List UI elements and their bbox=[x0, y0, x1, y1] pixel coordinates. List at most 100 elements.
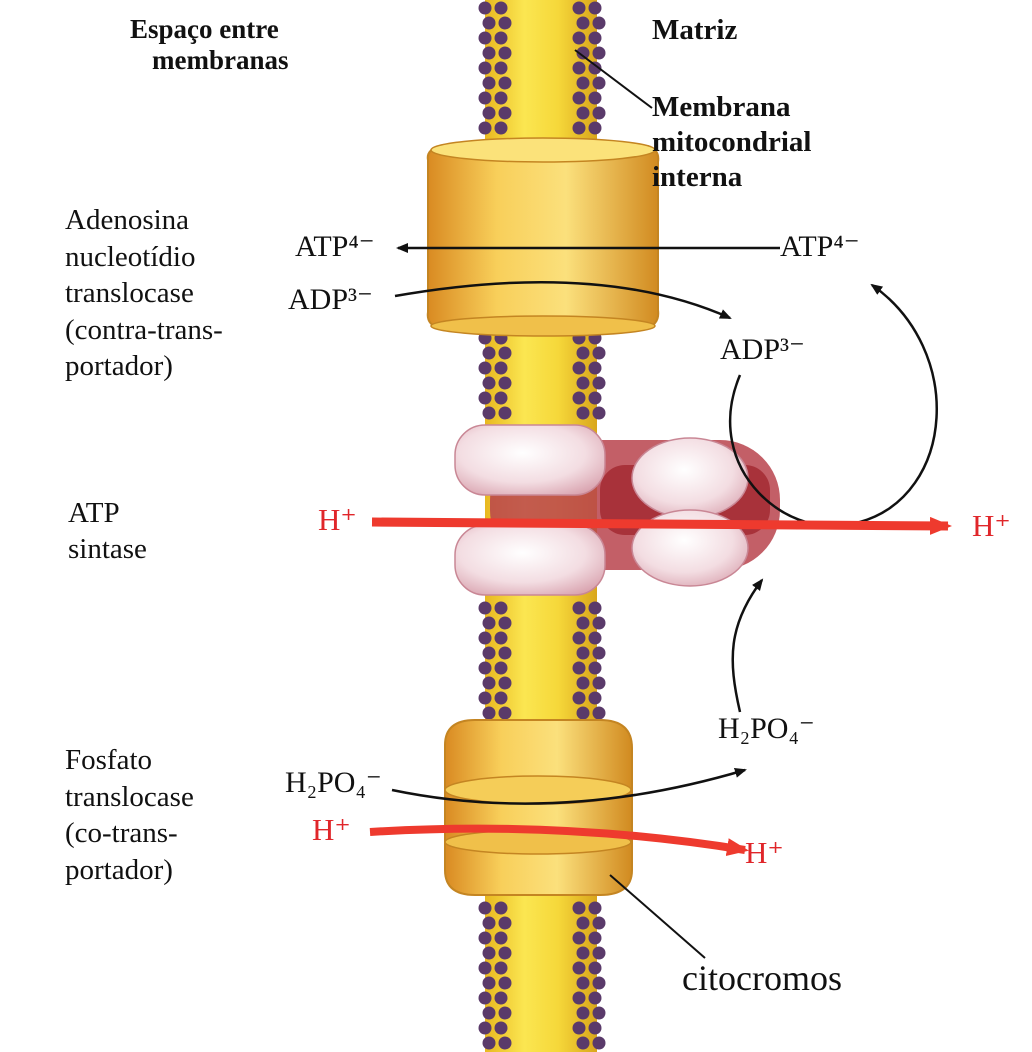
lipid-head bbox=[573, 392, 586, 405]
lipid-head bbox=[589, 392, 602, 405]
lipid-head bbox=[483, 977, 496, 990]
lipid-head bbox=[573, 902, 586, 915]
lipid-head bbox=[499, 107, 512, 120]
lipid-head bbox=[479, 92, 492, 105]
lipid-head bbox=[495, 92, 508, 105]
lipid-head bbox=[483, 107, 496, 120]
adp-right-label: ADP³⁻ bbox=[720, 333, 805, 368]
lipid-head bbox=[577, 677, 590, 690]
matrix-label: Matriz bbox=[652, 14, 737, 47]
phosphate-proton-left-label: H⁺ bbox=[312, 812, 351, 848]
lipid-head bbox=[573, 692, 586, 705]
lipid-head bbox=[495, 662, 508, 675]
lipid-head bbox=[593, 1037, 606, 1050]
lipid-head bbox=[577, 617, 590, 630]
lipid-head bbox=[589, 662, 602, 675]
lipid-head bbox=[479, 932, 492, 945]
lipid-head bbox=[593, 347, 606, 360]
lipid-head bbox=[577, 377, 590, 390]
lipid-head bbox=[577, 1007, 590, 1020]
lipid-head bbox=[589, 902, 602, 915]
lipid-head bbox=[495, 962, 508, 975]
lipid-head bbox=[589, 602, 602, 615]
inner-membrane-label: Membrana mitocondrial interna bbox=[652, 90, 812, 194]
lipid-head bbox=[593, 407, 606, 420]
lipid-head bbox=[479, 392, 492, 405]
lipid-head bbox=[499, 947, 512, 960]
phosphate-translocase-label: Fosfato translocase (co-trans- portador) bbox=[65, 742, 194, 888]
lipid-head bbox=[495, 902, 508, 915]
lipid-head bbox=[593, 617, 606, 630]
lipid-head bbox=[495, 692, 508, 705]
lipid-head bbox=[499, 1037, 512, 1050]
lipid-head bbox=[495, 632, 508, 645]
lipid-head bbox=[499, 77, 512, 90]
phosphate-cycle-arrow bbox=[733, 580, 762, 712]
intermembrane-space-label: Espaço entre membranas bbox=[130, 14, 289, 76]
lipid-head bbox=[495, 2, 508, 15]
lipid-head bbox=[593, 77, 606, 90]
lipid-head bbox=[483, 677, 496, 690]
lipid-head bbox=[483, 47, 496, 60]
lipid-head bbox=[479, 992, 492, 1005]
lipid-head bbox=[593, 677, 606, 690]
phosphate-translocase bbox=[445, 720, 632, 895]
lipid-head bbox=[573, 962, 586, 975]
lipid-head bbox=[495, 1022, 508, 1035]
lipid-head bbox=[577, 1037, 590, 1050]
synthase-proton-arrow bbox=[372, 522, 948, 526]
lipid-head bbox=[593, 107, 606, 120]
lipid-head bbox=[479, 362, 492, 375]
phosphate-left-label: H₂PO₄⁻ bbox=[285, 766, 382, 801]
lipid-head bbox=[589, 692, 602, 705]
lipid-head bbox=[483, 647, 496, 660]
lipid-head bbox=[593, 977, 606, 990]
lipid-head bbox=[483, 707, 496, 720]
lipid-head bbox=[499, 617, 512, 630]
lipid-head bbox=[573, 362, 586, 375]
phosphate-proton-right-label: H⁺ bbox=[745, 835, 784, 871]
lipid-head bbox=[479, 1022, 492, 1035]
lipid-head bbox=[589, 92, 602, 105]
lipid-head bbox=[589, 962, 602, 975]
lipid-head bbox=[589, 362, 602, 375]
lipid-head bbox=[499, 707, 512, 720]
lipid-head bbox=[483, 17, 496, 30]
phosphate-right-label: H₂PO₄⁻ bbox=[718, 712, 815, 747]
lipid-head bbox=[495, 62, 508, 75]
lipid-head bbox=[483, 947, 496, 960]
lipid-head bbox=[593, 377, 606, 390]
lipid-head bbox=[495, 932, 508, 945]
lipid-head bbox=[577, 707, 590, 720]
lipid-head bbox=[577, 647, 590, 660]
synthase-proton-right-label: H⁺ bbox=[972, 508, 1011, 544]
lipid-head bbox=[589, 1022, 602, 1035]
lipid-head bbox=[479, 692, 492, 705]
lipid-head bbox=[573, 1022, 586, 1035]
lipid-head bbox=[495, 122, 508, 135]
lipid-head bbox=[573, 662, 586, 675]
lipid-head bbox=[479, 32, 492, 45]
cytochromes-leader-line bbox=[610, 875, 705, 958]
lipid-head bbox=[479, 632, 492, 645]
lipid-head bbox=[589, 2, 602, 15]
lipid-head bbox=[593, 917, 606, 930]
adenine-nucleotide-translocase bbox=[428, 138, 659, 336]
lipid-head bbox=[483, 1007, 496, 1020]
lipid-head bbox=[483, 1037, 496, 1050]
lipid-head bbox=[495, 602, 508, 615]
lipid-head bbox=[577, 947, 590, 960]
lipid-head bbox=[479, 962, 492, 975]
lipid-head bbox=[499, 47, 512, 60]
lipid-head bbox=[483, 917, 496, 930]
lipid-head bbox=[483, 77, 496, 90]
lipid-head bbox=[573, 32, 586, 45]
lipid-head bbox=[593, 1007, 606, 1020]
atp-left-label: ATP⁴⁻ bbox=[295, 230, 375, 265]
lipid-head bbox=[499, 1007, 512, 1020]
lipid-head bbox=[499, 677, 512, 690]
lipid-head bbox=[499, 917, 512, 930]
lipid-head bbox=[589, 632, 602, 645]
